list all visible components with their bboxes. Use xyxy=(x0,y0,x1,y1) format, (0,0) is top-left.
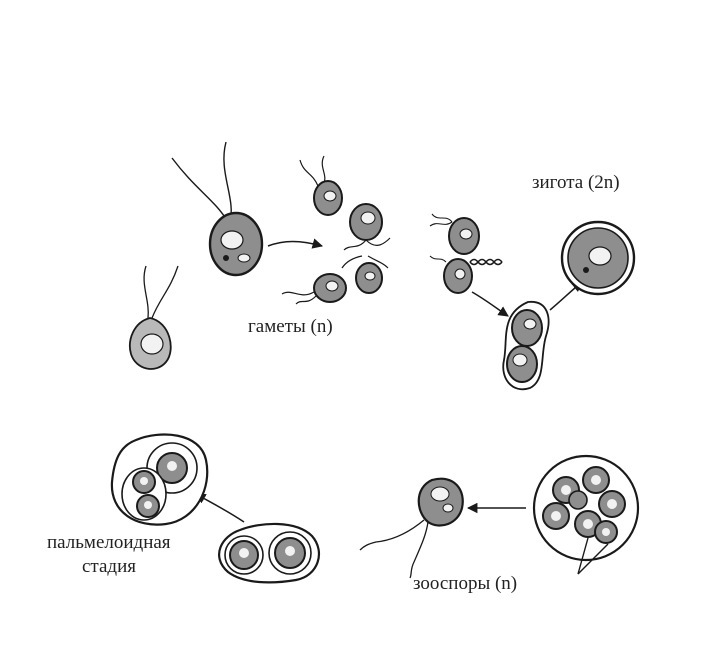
zygote-forming xyxy=(503,302,548,389)
gametes-cluster xyxy=(282,156,390,304)
palmelloid-colony-nested xyxy=(112,435,207,525)
arrow-to-fusion xyxy=(472,292,508,316)
label-gametes: гаметы (n) xyxy=(248,316,333,338)
label-zoospores: зооспоры (n) xyxy=(413,573,517,595)
label-palmelloid-line1: пальмелоидная xyxy=(47,532,171,554)
arrow-to-gametes xyxy=(268,242,322,247)
zygote-cell xyxy=(562,222,634,294)
label-palmelloid-line2: стадия xyxy=(82,556,136,578)
zoospore-cell xyxy=(360,479,463,578)
vegetative-cell-small xyxy=(130,266,178,369)
palmelloid-colony-two xyxy=(219,524,319,582)
vegetative-cell-large xyxy=(172,142,262,275)
arrow-to-palmelloid xyxy=(196,494,244,522)
label-zygote: зигота (2n) xyxy=(532,172,620,194)
fusing-gametes xyxy=(430,214,502,293)
